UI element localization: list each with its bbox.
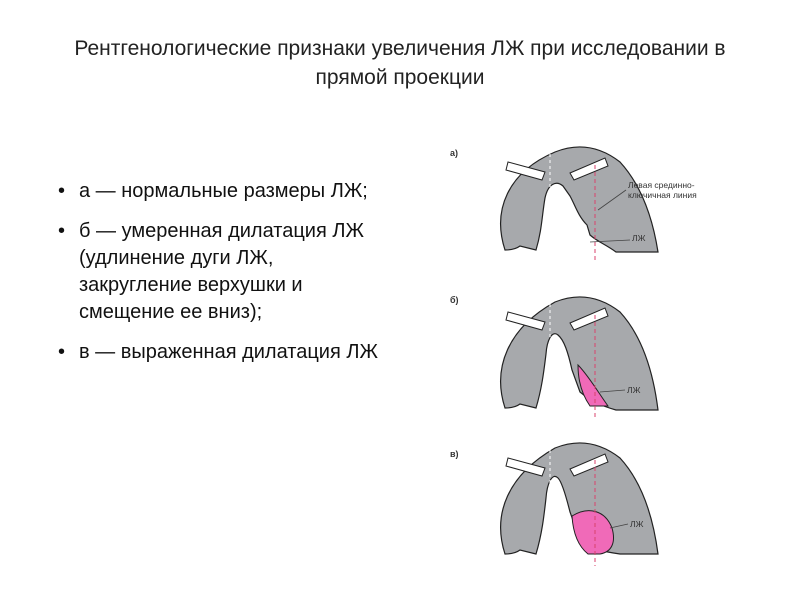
panel-c-letter: в) — [450, 449, 459, 459]
bullet-dot-icon: • — [58, 178, 65, 205]
bullet-item-b: • б — умеренная дилатация ЛЖ (удлинение д… — [58, 218, 388, 326]
bullet-list: • а — нормальные размеры ЛЖ; • б — умеренн… — [58, 178, 388, 379]
bullet-dot-icon: • — [58, 218, 65, 245]
panel-b: б) ЛЖ — [450, 295, 658, 420]
slide-title: Рентгенологические признаки увеличения Л… — [60, 34, 740, 92]
panel-a-label-midclavicular-2: ключичная линия — [628, 190, 697, 200]
panel-a: а) Левая срединно- ключичная линия ЛЖ — [450, 147, 697, 260]
panel-c: в) ЛЖ — [450, 443, 658, 566]
bullet-dot-icon: • — [58, 339, 65, 366]
xray-diagram: а) Левая срединно- ключичная линия ЛЖ б)… — [420, 130, 750, 570]
panel-b-letter: б) — [450, 295, 459, 305]
panel-b-label-lv: ЛЖ — [627, 385, 641, 395]
xray-figure: а) Левая срединно- ключичная линия ЛЖ б)… — [420, 130, 750, 570]
bullet-text-b: б — умеренная дилатация ЛЖ (удлинение ду… — [79, 220, 364, 323]
bullet-text-a: а — нормальные размеры ЛЖ; — [79, 180, 368, 202]
bullet-item-c: • в — выраженная дилатация ЛЖ — [58, 339, 388, 366]
panel-a-letter: а) — [450, 148, 458, 158]
panel-a-label-lv: ЛЖ — [632, 233, 646, 243]
bullet-text-c: в — выраженная дилатация ЛЖ — [79, 341, 378, 363]
panel-a-label-midclavicular-1: Левая срединно- — [628, 180, 695, 190]
bullet-item-a: • а — нормальные размеры ЛЖ; — [58, 178, 388, 205]
panel-c-label-lv: ЛЖ — [630, 519, 644, 529]
